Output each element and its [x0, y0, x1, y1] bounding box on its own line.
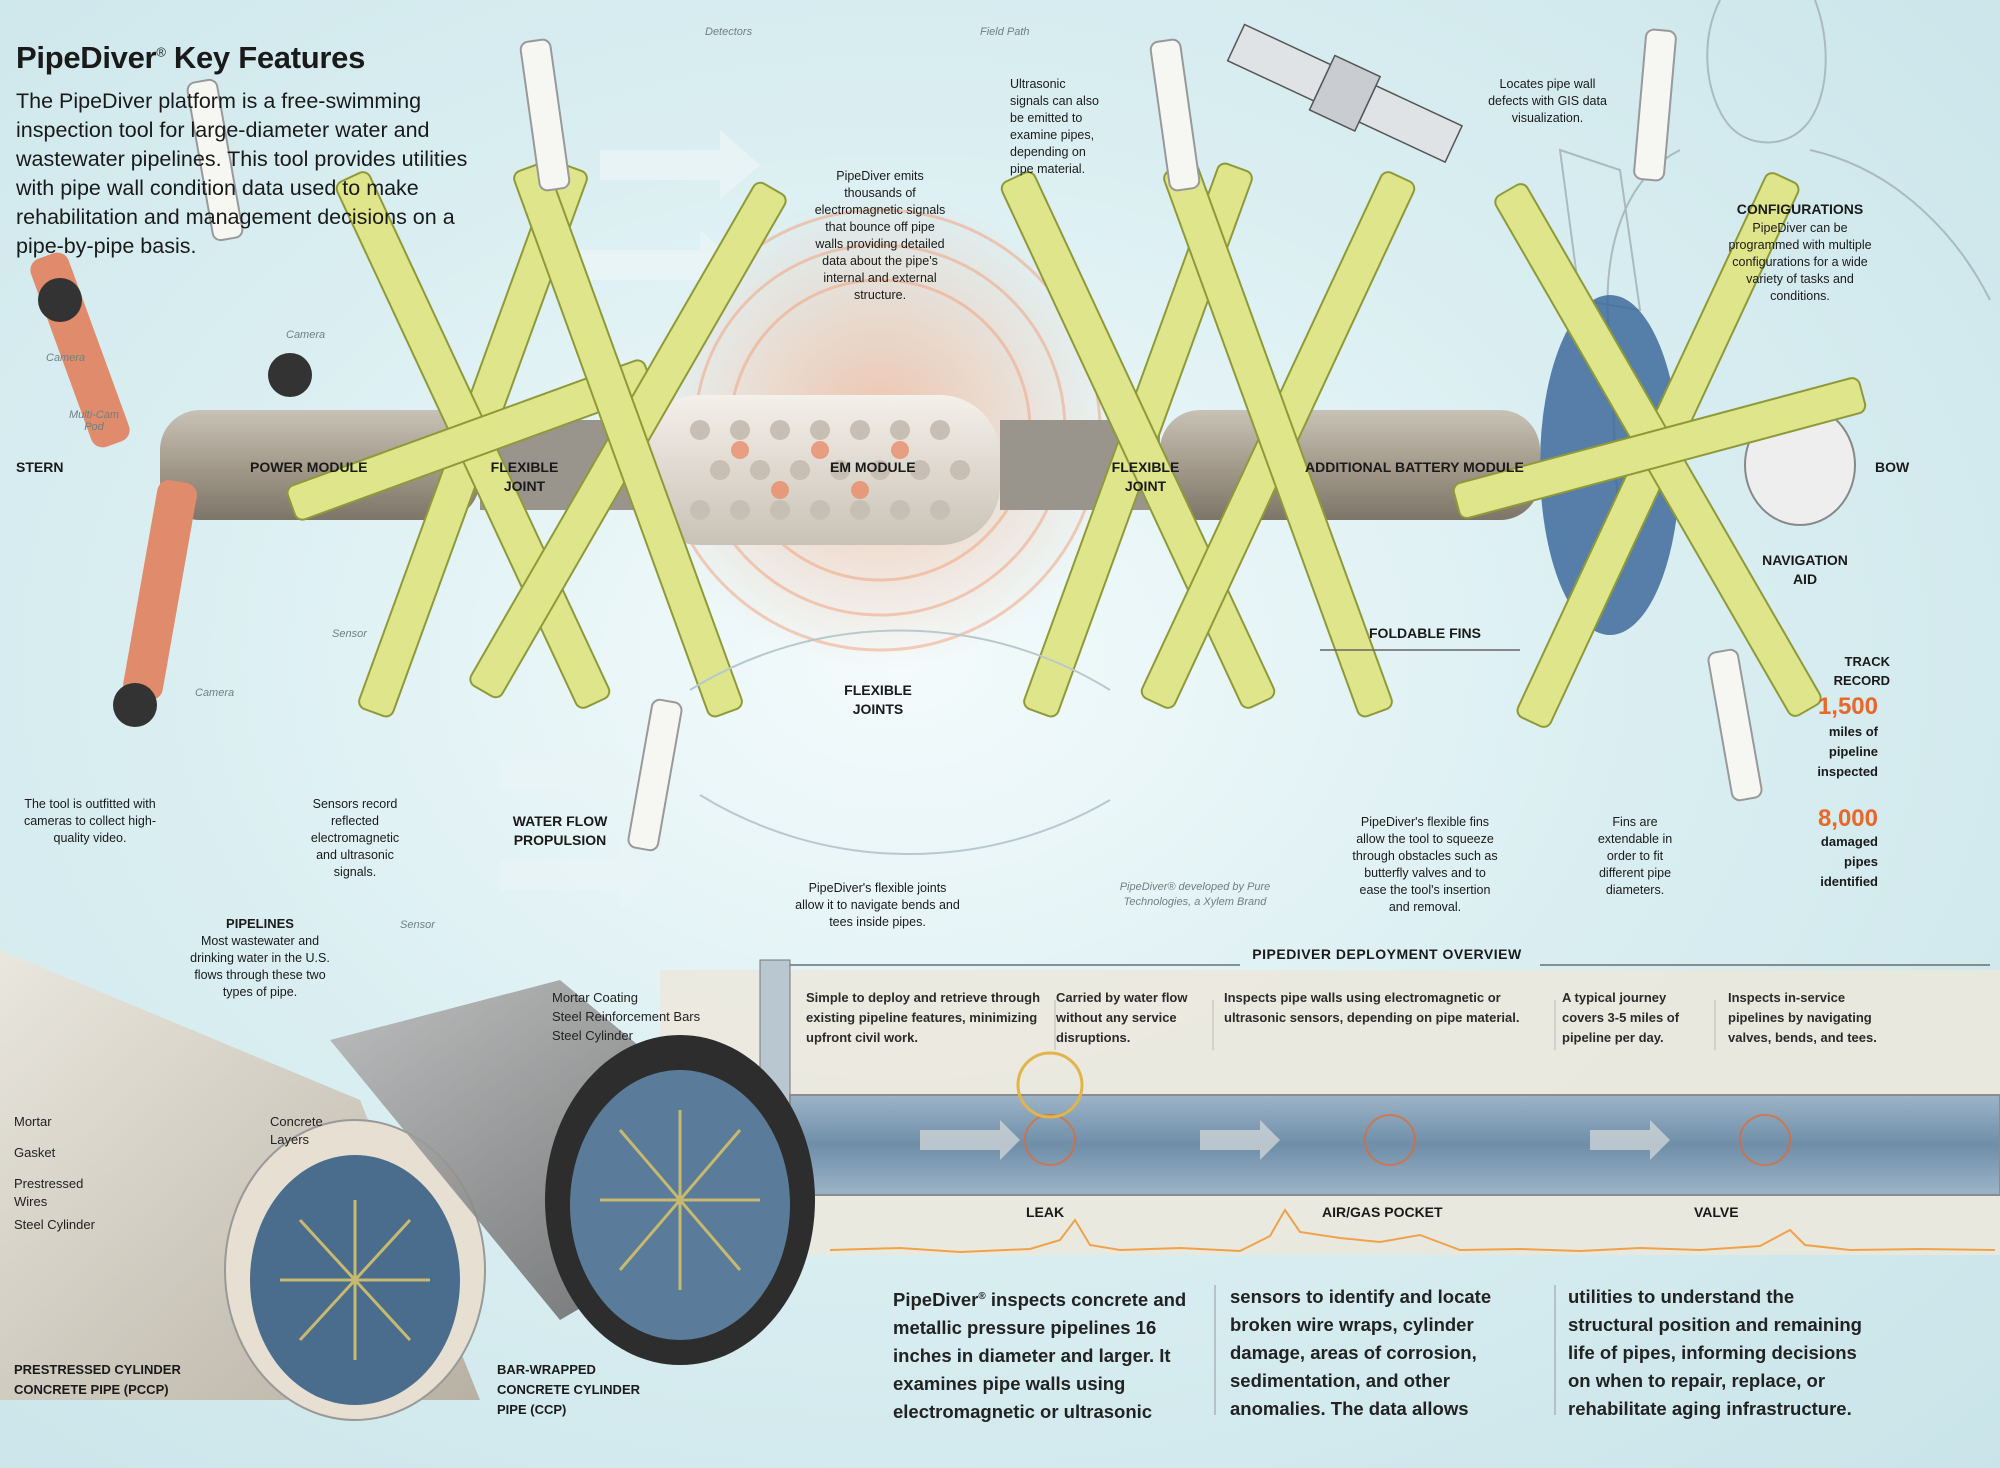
foldable-fins-title: FOLDABLE FINS	[1369, 625, 1481, 641]
label-em-module: EM MODULE	[830, 459, 916, 475]
label-field-path: Field Path	[980, 26, 1030, 38]
label-leak: LEAK	[1026, 1204, 1065, 1220]
label-water-flow: WATER FLOW PROPULSION	[512, 813, 608, 848]
note-fins-extendable: Fins are extendable in order to fit diff…	[1597, 815, 1673, 897]
camera-pod	[30, 252, 312, 727]
label-mortar-coating: Mortar Coating	[552, 990, 638, 1005]
credit-note: PipeDiver® developed by Pure Technologie…	[1119, 881, 1271, 908]
overview-col-5: Inspects in-service pipelines by navigat…	[1728, 990, 1877, 1045]
label-prestressed-wires: Prestressed Wires	[14, 1176, 84, 1209]
stat-miles-label: miles of pipeline inspected	[1817, 724, 1878, 779]
note-pipelines: Most wastewater and drinking water in th…	[190, 934, 330, 999]
signal-trace	[829, 1208, 1996, 1254]
overview-col-3: Inspects pipe walls using electromagneti…	[1224, 990, 1520, 1025]
note-sensors: Sensors record reflected electromagnetic…	[310, 797, 400, 879]
label-bow: BOW	[1875, 459, 1910, 475]
note-gis: Locates pipe wall defects with GIS data …	[1488, 77, 1607, 125]
caption-pccp: PRESTRESSED CYLINDER CONCRETE PIPE (PCCP…	[14, 1362, 181, 1397]
note-em-signals: PipeDiver emits thousands of electromagn…	[814, 169, 946, 302]
overview-title: PIPEDIVER DEPLOYMENT OVERVIEW	[1252, 946, 1522, 962]
overview-col-4: A typical journey covers 3-5 miles of pi…	[1562, 990, 1680, 1045]
fins	[186, 28, 1867, 852]
intro-paragraph: The PipeDiver platform is a free-swimmin…	[16, 89, 468, 258]
stat-pipes-label: damaged pipes identified	[1820, 834, 1878, 889]
label-navigation-aid: NAVIGATION AID	[1762, 552, 1848, 587]
label-flexible-joint-2: FLEXIBLE JOINT	[1111, 459, 1180, 494]
note-cameras: The tool is outfitted with cameras to co…	[23, 797, 156, 845]
label-steel-cylinder-ccp: Steel Cylinder	[552, 1028, 633, 1043]
label-sensor-2: Sensor	[400, 919, 435, 931]
label-concrete-layers: Concrete Layers	[270, 1114, 323, 1147]
bottom-text-col-1: PipeDiver® inspects concrete and metalli…	[893, 1289, 1187, 1423]
label-multicam-pod: Multi-Cam Pod	[68, 409, 120, 433]
pipe-sections	[0, 950, 815, 1421]
note-configurations: PipeDiver can be programmed with multipl…	[1728, 221, 1872, 303]
label-camera-3: Camera	[195, 687, 235, 699]
label-flexible-joint-1: FLEXIBLE JOINT	[490, 459, 559, 494]
label-sensor-1: Sensor	[332, 628, 367, 640]
label-steel-bars: Steel Reinforcement Bars	[552, 1009, 701, 1024]
label-valve: VALVE	[1694, 1204, 1739, 1220]
label-camera-2: Camera	[286, 329, 326, 341]
label-mortar: Mortar	[14, 1114, 52, 1129]
label-steel-cylinder: Steel Cylinder	[14, 1217, 95, 1232]
flexible-joints-title: FLEXIBLE JOINTS	[844, 682, 912, 717]
bottom-text-col-2: sensors to identify and locate broken wi…	[1230, 1286, 1492, 1419]
stat-pipes-value: 8,000	[1817, 805, 1878, 832]
note-ultrasonic: Ultrasonic signals can also be emitted t…	[1010, 77, 1099, 176]
label-stern: STERN	[16, 459, 64, 475]
satellite-icon	[1226, 23, 1464, 164]
page-title: PipeDiver® Key Features	[16, 40, 366, 75]
pipelines-title: PIPELINES	[226, 916, 294, 931]
bottom-text-col-3: utilities to understand the structural p…	[1568, 1286, 1862, 1419]
note-foldable-fins: PipeDiver's flexible fins allow the tool…	[1352, 815, 1498, 914]
overview-col-2: Carried by water flow without any servic…	[1056, 990, 1188, 1045]
label-power-module: POWER MODULE	[250, 459, 368, 475]
caption-ccp: BAR-WRAPPED CONCRETE CYLINDER PIPE (CCP)	[497, 1362, 641, 1417]
label-gasket: Gasket	[14, 1145, 56, 1160]
label-camera-1: Camera	[46, 352, 86, 364]
overview-col-1: Simple to deploy and retrieve through ex…	[806, 990, 1041, 1045]
label-air-gas-pocket: AIR/GAS POCKET	[1322, 1204, 1443, 1220]
note-flexible-joints: PipeDiver's flexible joints allow it to …	[795, 881, 960, 929]
track-record-title: TRACK RECORD	[1833, 654, 1890, 688]
label-detectors: Detectors	[705, 26, 753, 38]
stat-miles-value: 1,500	[1817, 693, 1878, 720]
label-battery-module: ADDITIONAL BATTERY MODULE	[1305, 459, 1524, 475]
configurations-title: CONFIGURATIONS	[1736, 201, 1864, 217]
